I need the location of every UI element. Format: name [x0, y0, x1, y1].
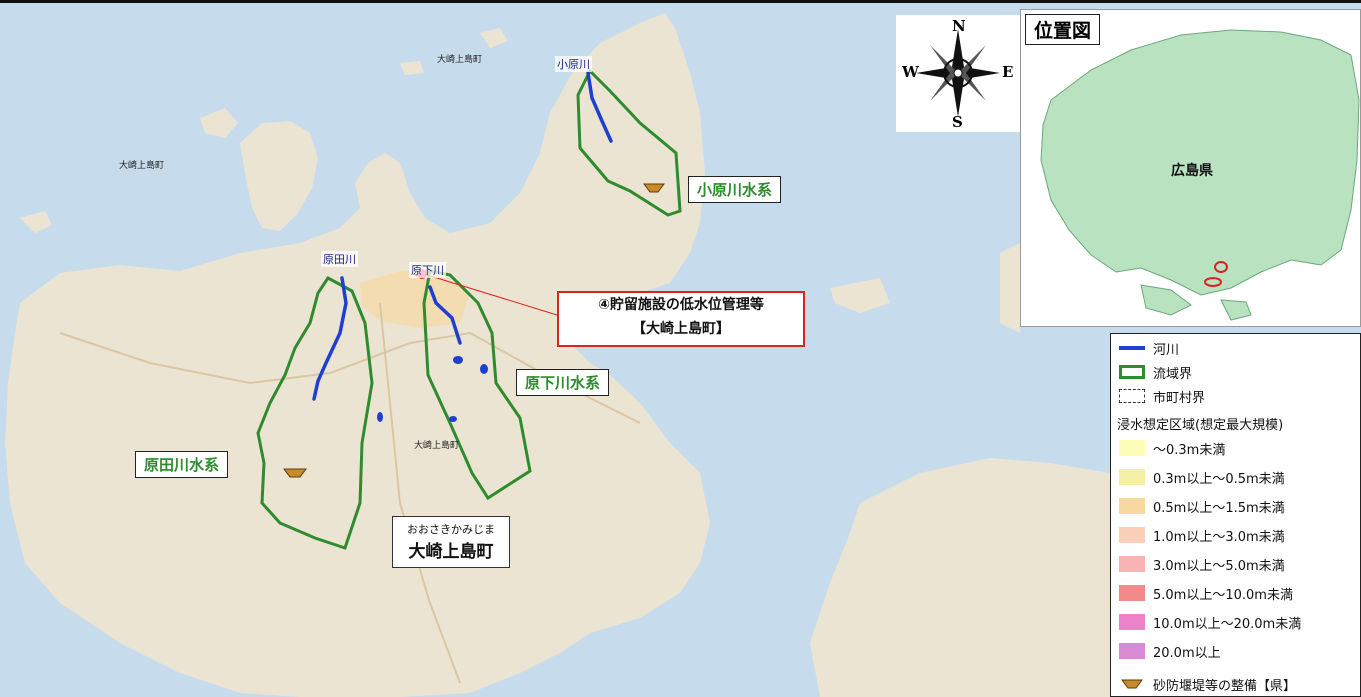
river-system-label-harashita: 原下川水系 — [516, 369, 610, 396]
legend-item-river: 河川 — [1119, 338, 1179, 358]
callout-agency: 【大崎上島町】 — [632, 321, 730, 337]
reservoir — [449, 416, 457, 422]
main-island — [5, 13, 710, 697]
river-name-label: 小原川 — [555, 56, 592, 72]
legend-item-municipal: 市町村界 — [1119, 386, 1205, 406]
river-line-icon — [1119, 346, 1145, 350]
place-label: 大崎上島町 — [414, 441, 460, 451]
river-harada — [312, 276, 348, 401]
compass-east: E — [1002, 63, 1014, 81]
flood-color-swatch — [1119, 643, 1145, 659]
erosion-dam-icon — [1121, 679, 1143, 689]
flood-color-swatch — [1119, 527, 1145, 543]
place-label: 大崎上島町 — [437, 55, 483, 65]
southeast-land — [810, 458, 1110, 697]
flood-color-swatch — [1119, 614, 1145, 630]
target-area-highlight — [1214, 261, 1228, 273]
prefecture-label: 広島県 — [1171, 163, 1213, 179]
reservoir — [453, 356, 463, 364]
islet-5 — [480, 28, 508, 48]
river-kohara — [586, 71, 613, 143]
north-island — [240, 121, 318, 231]
map-legend: 河川 流域界 市町村界 浸水想定区域(想定最大規模) ～0.3m未満 0.3m以上… — [1110, 333, 1361, 697]
legend-item-dam: 砂防堰堤等の整備【県】 — [1119, 674, 1296, 694]
river-system-label-kohara: 小原川水系 — [688, 176, 782, 203]
measure-callout: ④貯留施設の低水位管理等 【大崎上島町】 — [557, 291, 805, 347]
basin-boundary-icon — [1119, 365, 1145, 379]
flood-color-swatch — [1119, 498, 1145, 514]
flood-color-swatch — [1119, 556, 1145, 572]
river-system-label-harada: 原田川水系 — [135, 451, 229, 478]
basin-boundary-harada — [256, 276, 374, 550]
islet-3 — [400, 61, 424, 75]
town-label-box: おおさきかみじま 大崎上島町 — [392, 516, 510, 568]
place-label: 大崎上島町 — [119, 161, 165, 171]
flood-color-swatch — [1119, 585, 1145, 601]
location-inset-map: 位置図 広島県 — [1020, 9, 1361, 327]
inset-title: 位置図 — [1025, 14, 1101, 45]
erosion-dam-icon — [283, 468, 307, 478]
legend-flood-level: 0.5m以上～1.5m未満 — [1119, 496, 1285, 516]
flood-color-swatch — [1119, 440, 1145, 456]
town-reading: おおさきかみじま — [407, 523, 495, 536]
legend-flood-level: 0.3m以上～0.5m未満 — [1119, 467, 1285, 487]
legend-flood-level: 1.0m以上～3.0m未満 — [1119, 525, 1285, 545]
compass-north: N — [952, 17, 966, 35]
legend-flood-level: ～0.3m未満 — [1119, 438, 1225, 458]
reservoir — [480, 364, 488, 374]
compass-south: S — [952, 113, 963, 131]
river-name-label: 原下川 — [409, 262, 446, 278]
river-harashita — [428, 285, 462, 345]
legend-item-basin: 流域界 — [1119, 362, 1192, 382]
river-name-label: 原田川 — [321, 251, 358, 267]
flood-color-swatch — [1119, 469, 1145, 485]
legend-flood-level: 10.0m以上～20.0m未満 — [1119, 612, 1301, 632]
reservoir — [377, 412, 383, 422]
prefecture-islands — [1140, 284, 1252, 321]
east-coast — [1000, 243, 1020, 333]
compass-rose-icon — [916, 29, 1000, 117]
legend-flood-title: 浸水想定区域(想定最大規模) — [1117, 418, 1284, 433]
islet-2 — [20, 211, 52, 233]
legend-flood-level: 3.0m以上～5.0m未満 — [1119, 554, 1285, 574]
top-border — [0, 0, 1361, 3]
compass-rose: N S W E — [896, 15, 1020, 132]
legend-flood-level: 20.0m以上 — [1119, 641, 1221, 661]
islet-4 — [830, 278, 890, 313]
legend-flood-level: 5.0m以上～10.0m未満 — [1119, 583, 1293, 603]
prefecture-shape — [1040, 29, 1360, 296]
target-area-highlight — [1204, 277, 1222, 287]
erosion-dam-icon — [643, 183, 665, 193]
basin-boundary-kohara — [576, 68, 682, 217]
prefecture-map — [1040, 29, 1360, 321]
road — [379, 302, 461, 684]
municipal-boundary-icon — [1119, 389, 1145, 403]
islet-1 — [200, 108, 238, 138]
basin-boundary-harashita — [422, 269, 532, 501]
callout-measure: ④貯留施設の低水位管理等 — [598, 297, 764, 313]
callout-leader-line — [423, 273, 558, 316]
compass-west: W — [902, 63, 919, 81]
town-name: 大崎上島町 — [408, 542, 494, 562]
flood-zone — [360, 271, 470, 328]
